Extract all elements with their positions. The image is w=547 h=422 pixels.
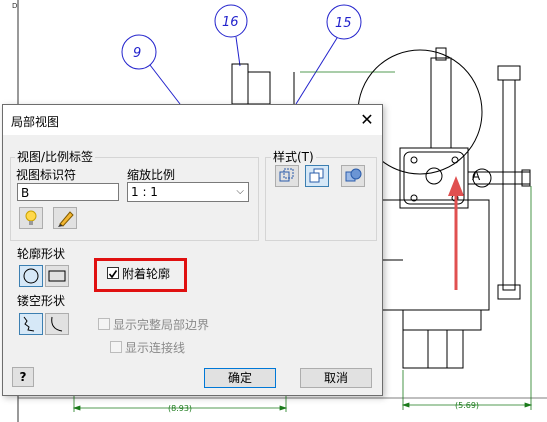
close-icon[interactable]: ✕ <box>360 110 374 129</box>
balloon-9[interactable]: 9 <box>121 34 181 105</box>
rectangle-shape-icon[interactable] <box>45 265 69 287</box>
balloon-16[interactable]: 16 <box>214 4 248 67</box>
style-shaded-icon[interactable] <box>341 165 365 187</box>
dialog-titlebar[interactable]: 局部视图 ✕ <box>3 105 382 135</box>
dimension-left-value: (8.93) <box>168 404 192 413</box>
svg-text:9: 9 <box>133 46 141 61</box>
help-icon[interactable]: ? <box>12 367 34 387</box>
style-group <box>265 157 377 241</box>
style-hidden-line-icon[interactable] <box>275 165 299 187</box>
scale-select-value: 1 : 1 <box>131 185 158 199</box>
detail-view-dialog: 局部视图 ✕ 视图/比例标签 视图标识符 B 缩放比例 1 : 1 ⌵ 样式(T… <box>2 104 383 396</box>
pencil-icon[interactable] <box>53 207 77 229</box>
balloon-15[interactable]: 15 <box>295 4 362 105</box>
dimension-right-value: (5.69) <box>455 401 479 410</box>
scale-select[interactable]: 1 : 1 ⌵ <box>127 182 249 202</box>
outline-shape-label: 轮廓形状 <box>17 247 66 261</box>
attach-outline-label[interactable]: 附着轮廓 <box>122 267 171 281</box>
view-label-group <box>10 157 259 241</box>
show-full-boundary-label: 显示完整局部边界 <box>113 318 210 332</box>
svg-text:16: 16 <box>222 15 239 30</box>
view-label-group-legend: 视图/比例标签 <box>15 148 96 165</box>
show-full-boundary-checkbox[interactable] <box>98 318 110 330</box>
sheet-zone-letter: D <box>12 2 17 10</box>
chevron-down-icon: ⌵ <box>236 186 244 197</box>
identifier-label: 视图标识符 <box>16 168 77 182</box>
smooth-cutout-icon[interactable] <box>45 313 69 335</box>
show-connection-line-label: 显示连接线 <box>125 341 186 355</box>
attach-outline-checkbox[interactable] <box>107 267 119 279</box>
lightbulb-icon[interactable] <box>19 207 43 229</box>
scale-label: 缩放比例 <box>127 168 176 182</box>
highlight-box <box>94 258 187 292</box>
jagged-cutout-icon[interactable] <box>19 313 43 335</box>
part-left-outline <box>231 63 295 105</box>
style-hidden-line-removed-icon[interactable] <box>305 165 329 187</box>
show-connection-line-checkbox[interactable] <box>110 341 122 353</box>
ok-button[interactable]: 确定 <box>204 368 276 388</box>
part-right-outline <box>380 47 531 369</box>
style-group-legend: 样式(T) <box>271 148 316 165</box>
annotation-arrow <box>448 176 464 290</box>
dimension-right <box>401 186 533 410</box>
cancel-button[interactable]: 取消 <box>300 368 372 388</box>
svg-text:15: 15 <box>335 16 352 31</box>
identifier-input[interactable]: B <box>17 183 119 201</box>
circle-shape-icon[interactable] <box>19 265 43 287</box>
cutout-shape-label: 镂空形状 <box>17 294 66 308</box>
detail-label-a: A <box>472 169 481 183</box>
dialog-title: 局部视图 <box>11 115 60 129</box>
